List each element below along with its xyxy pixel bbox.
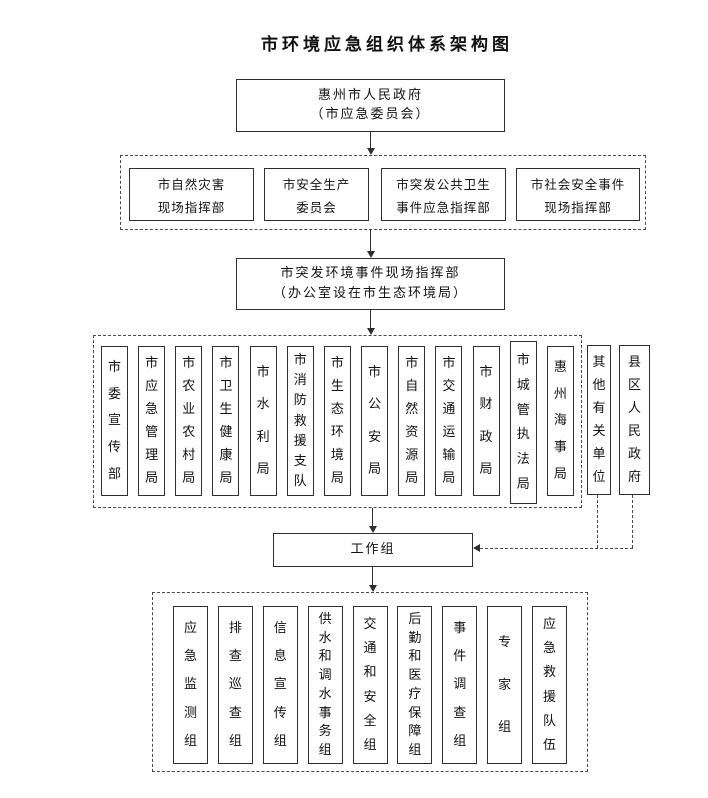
- command-box-natural-disaster: 市自然灾害 现场指挥部: [129, 168, 254, 221]
- connector-line-3: [370, 310, 371, 329]
- connector-line-4: [372, 508, 373, 527]
- box-line1: 市自然灾害: [157, 176, 226, 192]
- incident-command-line2: （办公室设在市生态环境局）: [272, 285, 468, 301]
- city-government-line1: 惠州市人民政府: [317, 87, 423, 103]
- side-unit-box-county-governments: 县区人民政府: [619, 345, 650, 495]
- connector-line-1: [370, 132, 371, 149]
- department-box-ecology: 市生态环境局: [323, 346, 351, 496]
- department-box-urban-mgmt: 市城管执法局: [509, 341, 537, 504]
- member-departments-group: 市委宣传部 市应急管理局 市农业农村局 市卫生健康局 市水利局 市消防救援支队 …: [93, 335, 582, 508]
- municipal-commands-group: 市自然灾害 现场指挥部 市安全生产 委员会 市突发公共卫生 事件应急指挥部 市社…: [120, 155, 646, 230]
- box-line2: 现场指挥部: [157, 199, 226, 215]
- team-box-traffic-safety: 交通和安全组: [352, 606, 388, 764]
- team-box-inspection-patrol: 排查巡查组: [217, 606, 253, 764]
- department-box-maritime: 惠州海事局: [546, 346, 574, 496]
- box-line2: 现场指挥部: [544, 199, 612, 215]
- department-box-finance: 市财政局: [472, 346, 500, 496]
- team-box-incident-investigation: 事件调查组: [442, 606, 478, 764]
- diagram-title: 市环境应急组织体系架构图: [261, 35, 513, 55]
- dashed-connector-other-units: [597, 495, 598, 548]
- connector-line-2: [370, 229, 371, 252]
- box-line2: 委员会: [296, 199, 337, 215]
- teams-group: 应急监测组 排查巡查组 信息宣传组 供水和调水事务组 交通和安全组 后勤和医疗保…: [152, 592, 588, 772]
- team-box-emergency-monitoring: 应急监测组: [173, 606, 208, 764]
- team-box-information-publicity: 信息宣传组: [262, 606, 298, 764]
- command-box-social-security: 市社会安全事件 现场指挥部: [516, 168, 640, 221]
- department-box-propaganda: 市委宣传部: [101, 346, 128, 496]
- environment-incident-command-box: 市突发环境事件现场指挥部 （办公室设在市生态环境局）: [236, 258, 505, 310]
- dashed-connector-county-governments: [632, 495, 633, 548]
- dashed-connector-horizontal: [480, 548, 633, 549]
- box-line1: 市突发公共卫生: [396, 176, 491, 192]
- arrowhead-down-5: [369, 585, 377, 592]
- incident-command-line1: 市突发环境事件现场指挥部: [280, 266, 461, 282]
- arrowhead-down-1: [367, 148, 375, 155]
- box-line2: 事件应急指挥部: [396, 199, 491, 215]
- city-government-line2: （市应急委员会）: [310, 107, 431, 122]
- workgroup-box: 工作组: [273, 533, 473, 567]
- arrowhead-left-workgroup: [473, 544, 480, 552]
- department-box-health: 市卫生健康局: [212, 346, 240, 496]
- team-box-rescue-forces: 应急救援队伍: [532, 606, 567, 764]
- command-box-work-safety: 市安全生产 委员会: [264, 168, 369, 221]
- department-box-natural-resources: 市自然资源局: [398, 346, 426, 496]
- department-box-water: 市水利局: [249, 346, 277, 496]
- side-unit-box-other-units: 其他有关单位: [587, 345, 611, 495]
- box-line1: 市安全生产: [282, 176, 351, 192]
- department-box-emergency-mgmt: 市应急管理局: [138, 346, 166, 496]
- command-box-public-health: 市突发公共卫生 事件应急指挥部: [381, 168, 506, 221]
- city-government-box: 惠州市人民政府 （市应急委员会）: [236, 79, 505, 132]
- team-box-logistics-medical: 后勤和医疗保障组: [397, 606, 433, 764]
- box-line1: 市社会安全事件: [530, 176, 626, 192]
- department-box-fire-rescue: 市消防救援支队: [286, 346, 314, 496]
- connector-line-5: [372, 567, 373, 586]
- arrowhead-down-4: [369, 526, 377, 533]
- department-box-police: 市公安局: [361, 346, 389, 496]
- team-box-experts: 专家组: [487, 606, 523, 764]
- workgroup-label: 工作组: [350, 541, 396, 557]
- department-box-agriculture: 市农业农村局: [175, 346, 203, 496]
- arrowhead-down-2: [367, 251, 375, 258]
- arrowhead-down-3: [367, 328, 375, 335]
- department-box-transport: 市交通运输局: [435, 346, 463, 496]
- team-box-water-supply: 供水和调水事务组: [307, 606, 343, 764]
